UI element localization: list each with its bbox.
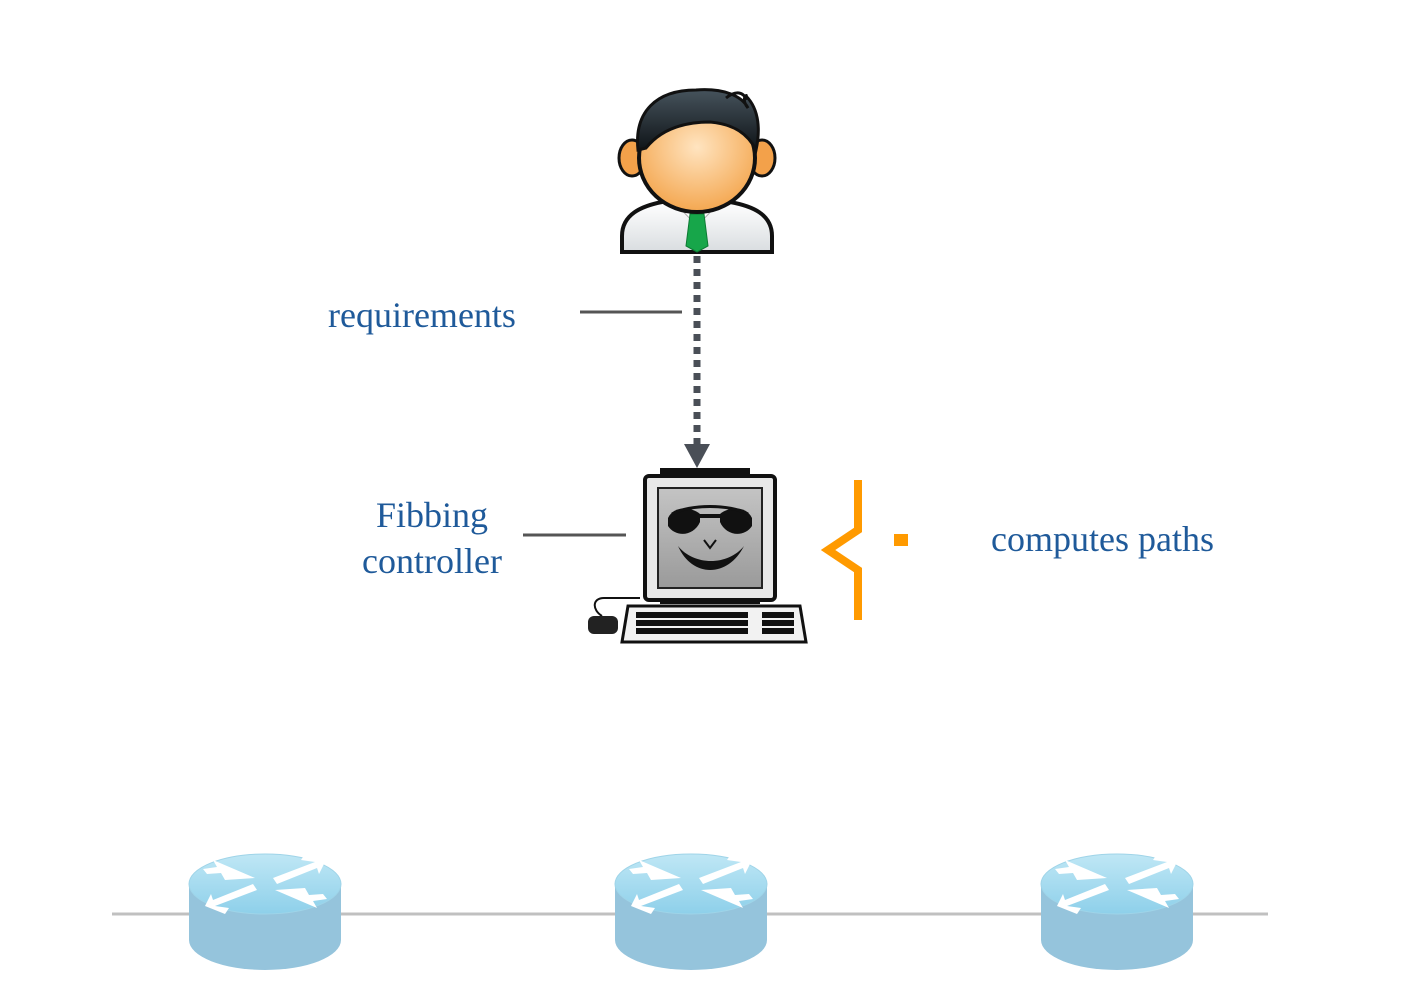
- user-icon: [617, 88, 777, 254]
- router-icon: [1040, 853, 1194, 970]
- computer-icon: [588, 468, 808, 644]
- computes-paths-label: computes paths: [991, 519, 1214, 559]
- router-icon: [188, 853, 342, 970]
- controller-label-line1: Fibbing: [375, 495, 489, 535]
- requirements-arrow: [684, 256, 710, 468]
- requirements-label: requirements: [328, 295, 516, 335]
- left-brace-icon: [820, 480, 862, 620]
- router-icon: [614, 853, 768, 970]
- bullet-marker: [894, 534, 908, 546]
- controller-label: Fibbing controller: [352, 492, 512, 584]
- controller-label-line2: controller: [362, 541, 502, 581]
